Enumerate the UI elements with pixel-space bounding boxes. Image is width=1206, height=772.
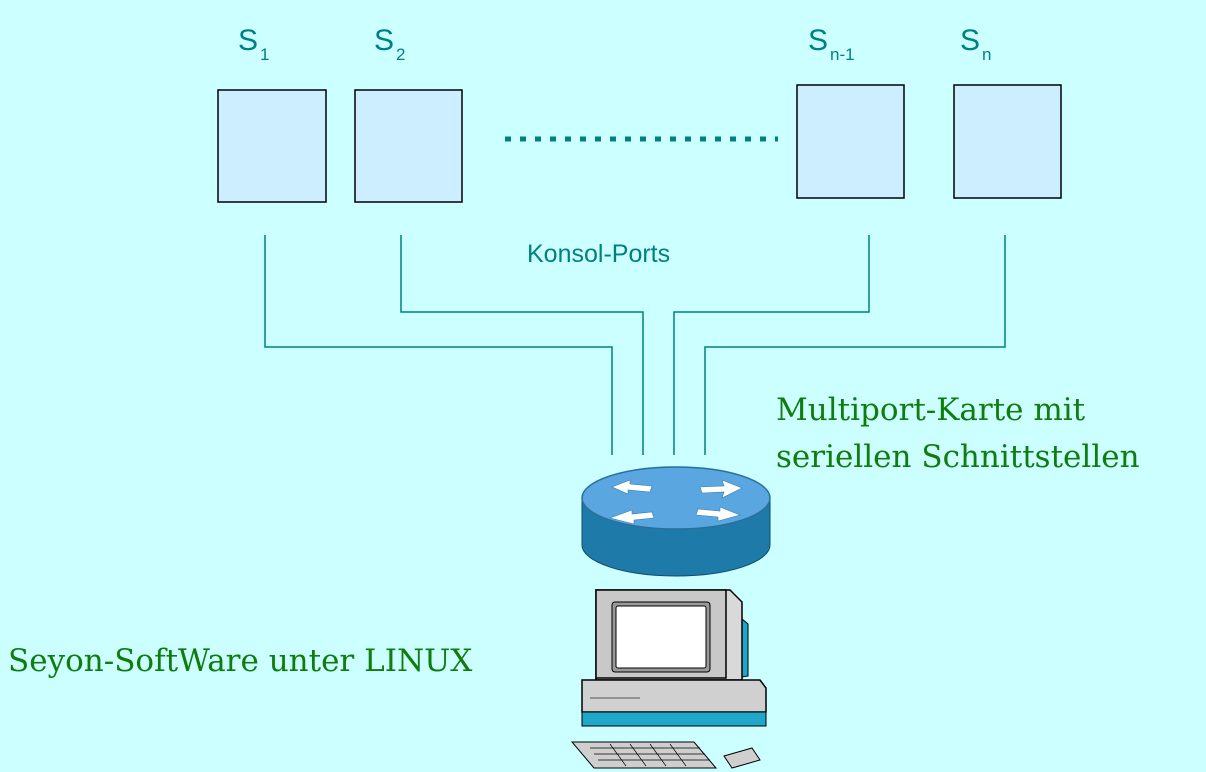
port-line-s1 bbox=[264, 235, 613, 455]
card-label-line1: Multiport-Karte mit bbox=[776, 392, 1086, 428]
router-icon bbox=[581, 466, 771, 577]
port-line-sn-1 bbox=[673, 235, 870, 455]
server-box-s1 bbox=[217, 89, 327, 203]
port-line-sn bbox=[704, 235, 1006, 455]
card-label-line2: seriellen Schnittstellen bbox=[776, 439, 1140, 475]
port-line-s2 bbox=[400, 235, 644, 455]
computer-icon bbox=[570, 589, 767, 769]
console-port-lines bbox=[264, 235, 1006, 455]
server-box-sn-1 bbox=[796, 84, 905, 199]
software-label: Seyon-SoftWare unter LINUX bbox=[8, 643, 472, 679]
server-box-sn bbox=[953, 84, 1062, 199]
ports-label: Konsol-Ports bbox=[527, 240, 670, 268]
server-box-s2 bbox=[354, 89, 463, 203]
